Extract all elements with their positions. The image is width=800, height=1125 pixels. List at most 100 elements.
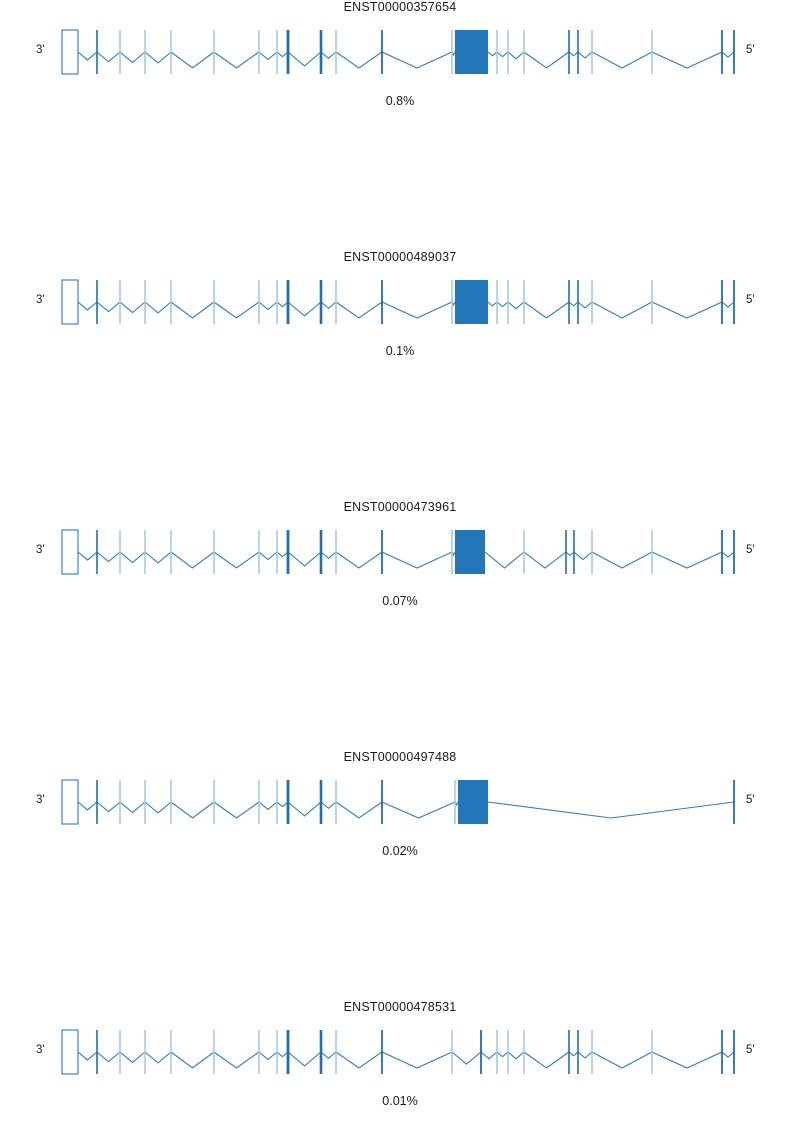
five-prime-end-label: 5' [746, 544, 755, 556]
exon-tick [119, 780, 121, 824]
intron-connector [573, 551, 593, 561]
intron-connector [96, 801, 121, 813]
exon-tick [319, 530, 323, 574]
intron-connector [335, 551, 383, 569]
exon-tick [733, 780, 735, 824]
intron-connector [170, 1051, 215, 1069]
exon-tick [496, 30, 498, 74]
transcript-track [61, 779, 735, 825]
five-prime-end-label: 5' [746, 294, 755, 306]
transcript-track [61, 29, 735, 75]
intron-connector [144, 301, 172, 314]
exon-tick [335, 780, 337, 824]
intron-connector [651, 51, 723, 69]
intron-connector [721, 51, 735, 58]
intron-connector [77, 51, 98, 61]
exon-tick [523, 1030, 525, 1074]
exon-tick [276, 30, 278, 74]
intron-connector [96, 301, 121, 313]
intron-connector [144, 51, 172, 64]
intron-connector [320, 301, 337, 310]
exon-tick [568, 1030, 570, 1074]
intron-connector [258, 1051, 278, 1061]
exon-tick [144, 780, 146, 824]
three-prime-end-label: 3' [36, 294, 45, 306]
exon-tick [119, 530, 121, 574]
intron-connector [496, 301, 509, 308]
intron-connector [335, 51, 383, 69]
intron-connector [591, 551, 653, 569]
intron-connector [96, 1051, 121, 1063]
intron-connector [487, 801, 735, 819]
intron-connector [381, 51, 453, 69]
exon-tick [523, 280, 525, 324]
intron-connector [213, 801, 260, 819]
exon-tick [335, 280, 337, 324]
exon-tick [721, 280, 723, 324]
exon-tick [119, 280, 121, 324]
five-prime-end-label: 5' [746, 44, 755, 56]
exon-tick [276, 530, 278, 574]
exon-tick [286, 780, 290, 824]
intron-connector [287, 51, 322, 67]
exon-tick [591, 30, 593, 74]
intron-connector [213, 51, 260, 69]
intron-connector [77, 1051, 98, 1061]
exon-tick [523, 30, 525, 74]
three-prime-end-label: 3' [36, 44, 45, 56]
exon-tick [565, 530, 567, 574]
exon-tick [258, 780, 260, 824]
intron-connector [496, 51, 509, 58]
intron-connector [144, 801, 172, 814]
exon-tick [319, 30, 323, 74]
intron-connector [320, 1051, 337, 1060]
intron-connector [591, 301, 653, 319]
exon-tick [119, 30, 121, 74]
expression-percent-label: 0.07% [382, 594, 418, 608]
exon-tick [651, 530, 653, 574]
intron-connector [287, 301, 322, 317]
exon-tick [721, 530, 723, 574]
intron-connector [276, 551, 289, 558]
exon-tick [381, 530, 383, 574]
exon-tick [733, 30, 735, 74]
intron-connector [577, 301, 593, 309]
intron-connector [451, 1051, 482, 1065]
intron-connector [119, 301, 146, 314]
intron-connector [507, 301, 525, 310]
intron-connector [568, 301, 579, 307]
exon-tick [170, 280, 172, 324]
intron-connector [144, 551, 172, 564]
transcript-id-label: ENST00000473961 [343, 500, 457, 514]
intron-connector [287, 1051, 322, 1067]
exon-tick [733, 1030, 735, 1074]
intron-connector [213, 1051, 260, 1069]
intron-connector [335, 1051, 383, 1069]
exon-tick [733, 530, 735, 574]
exon-tick [507, 30, 509, 74]
exon-tick [170, 1030, 172, 1074]
exon-tick [335, 1030, 337, 1074]
exon-tick [721, 30, 723, 74]
exon-tick [144, 1030, 146, 1074]
exon-tick [651, 30, 653, 74]
coding-exon-box [458, 780, 488, 824]
exon-tick [335, 30, 337, 74]
intron-connector [651, 301, 723, 319]
exon-tick [577, 1030, 579, 1074]
exon-tick [573, 530, 575, 574]
transcript-id-label: ENST00000357654 [343, 0, 457, 14]
exon-tick [213, 780, 215, 824]
exon-tick [451, 280, 453, 324]
exon-tick [258, 530, 260, 574]
transcript-id-label: ENST00000497488 [343, 750, 457, 764]
exon-tick [286, 30, 290, 74]
intron-connector [507, 51, 525, 60]
intron-connector [96, 51, 121, 63]
exon-tick [651, 280, 653, 324]
intron-connector [496, 1051, 509, 1058]
intron-connector [77, 301, 98, 311]
intron-connector [484, 551, 525, 569]
